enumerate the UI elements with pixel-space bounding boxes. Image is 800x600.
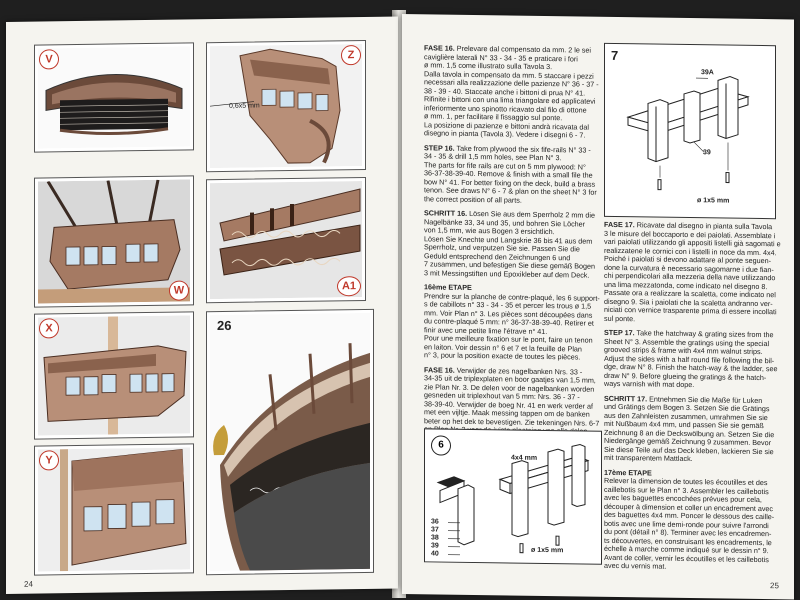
figure-7-label-39a: 39A (701, 69, 714, 77)
page-number-right: 25 (770, 581, 779, 591)
figure-x-photo (38, 315, 190, 436)
figure-6-label-38: 38 (431, 534, 439, 542)
right-page: FASE 16. Prelevare dal compensato da mm.… (402, 14, 794, 600)
figure-x: X (34, 311, 194, 440)
text-column-2: FASE 17. Ricavate dal disegno in pianta … (604, 220, 781, 573)
page-number-left: 24 (24, 579, 33, 589)
figure-7-label-pin: ø 1x5 mm (697, 197, 730, 205)
text-fase16-it: FASE 16. Prelevare dal compensato da mm.… (424, 43, 600, 140)
text-schritt16-de: SCHRITT 16. Lösen Sie aus dem Sperrholz … (424, 208, 600, 280)
figure-a1-photo (210, 181, 362, 300)
body-fase16-it: Prelevare dal compensato da mm. 2 le sei… (424, 43, 599, 140)
figure-y: Y (34, 443, 194, 576)
figure-v: V (34, 42, 194, 153)
figure-26-number: 26 (217, 317, 232, 334)
figure-7-drawing (608, 46, 772, 216)
body-step16-en: Take from plywood the six fife-rails N° … (424, 143, 597, 205)
figure-a1: A1 (206, 176, 366, 304)
text-etape16-fr: 16ème ETAPE Prendre sur la planche de co… (424, 282, 600, 362)
body-fase17-it: Ricavate dal disegno in pianta sulla Tav… (604, 220, 781, 323)
body-etape17-fr: Relever la dimension de toutes les écout… (604, 475, 775, 571)
figure-7-label-39: 39 (703, 149, 711, 157)
figure-6-label-40: 40 (431, 550, 439, 558)
figure-6: 6 4x4 mm 36 37 38 39 40 ø 1x5 mm (424, 428, 602, 565)
figure-y-photo (38, 447, 190, 572)
text-fase16-nl: FASE 16. Verwijder de zes nagelbanken Nr… (424, 365, 600, 436)
text-fase17-it: FASE 17. Ricavate dal disegno in pianta … (604, 220, 781, 325)
body-step17-en: Take the hatchway & grating sizes from t… (604, 328, 778, 390)
body-fase16-nl: Verwijder de zes nagelbanken Nrs. 33 - 3… (424, 365, 600, 435)
figure-6-drawing (428, 432, 598, 561)
body-schritt16-de: Lösen Sie aus dem Sperrholz 2 mm die Nag… (424, 208, 596, 280)
figure-z-photo (210, 44, 362, 169)
figure-7-number: 7 (611, 47, 619, 64)
left-page: V Z 0,6x5 mm W (6, 16, 398, 594)
figure-v-photo (38, 46, 190, 149)
figure-z-dimension: 0,6x5 mm (229, 102, 260, 110)
body-schritt17-de: Entnehmen Sie die Maße für Luken und Grä… (604, 393, 775, 464)
figure-6-label-strip: 4x4 mm (511, 454, 538, 462)
figure-w: W (34, 175, 194, 308)
figure-z: Z 0,6x5 mm (206, 39, 366, 173)
figure-26: 26 (206, 308, 374, 576)
figure-w-photo (38, 179, 190, 304)
figure-7: 7 39A 39 ø 1x5 mm (604, 42, 776, 220)
figure-6-number: 6 (431, 435, 451, 456)
text-column-1: FASE 16. Prelevare dal compensato da mm.… (424, 43, 600, 436)
text-step17-en: STEP 17. Take the hatchway & grating siz… (604, 328, 780, 391)
text-step16-en: STEP 16. Take from plywood the six fife-… (424, 143, 600, 206)
figure-6-label-36: 36 (431, 518, 439, 526)
figure-26-photo (210, 312, 370, 572)
figure-6-label-pin: ø 1x5 mm (531, 546, 564, 555)
text-schritt17-de: SCHRITT 17. Entnehmen Sie die Maße für L… (604, 393, 780, 464)
figure-6-label-37: 37 (431, 526, 439, 534)
text-etape17-fr: 17ème ETAPE Relever la dimension de tout… (604, 467, 780, 572)
figure-6-label-39: 39 (431, 542, 439, 550)
body-etape16-fr: Prendre sur la planche de contre-plaqué,… (424, 290, 600, 362)
